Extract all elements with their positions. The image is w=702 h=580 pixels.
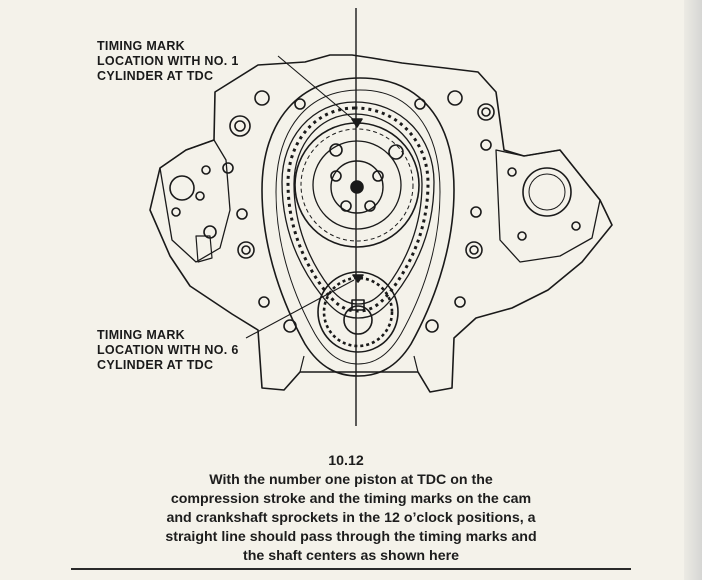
crank-key [351,299,365,311]
caption-line: straight line should pass through the ti… [165,529,537,545]
cam-bolt [372,170,384,182]
callout-line: CYLINDER AT TDC [97,69,214,83]
figure-number: 10.12 [328,453,364,469]
left-port-circle [169,175,195,201]
callout-line: LOCATION WITH NO. 6 [97,343,239,357]
crank-sprocket [317,271,399,353]
left-cylinder-head-face [159,139,231,263]
right-cylinder-head-face [495,149,601,263]
right-port-circle [522,167,572,217]
cam-bolt [340,200,352,212]
timing-cover-gasket [261,77,455,377]
callout-line: TIMING MARK [97,328,186,342]
callout-line: LOCATION WITH NO. 1 [97,54,239,68]
page-edge-shadow [684,0,702,580]
cam-timing-mark [351,118,363,128]
timing-chain [281,101,435,319]
cam-hub [330,160,384,214]
bottom-callout-leader [245,279,355,339]
bottom-divider [71,568,631,570]
engine-block-outline [149,54,613,393]
caption-line: and crankshaft sprockets in the 12 o’clo… [166,510,536,526]
callout-line: TIMING MARK [97,39,186,53]
cam-center [350,180,364,194]
caption-line: compression stroke and the timing marks … [170,491,532,507]
crank-hub [343,305,373,335]
caption-line: the shaft centers as shown here [242,548,460,564]
engine-timing-diagram [149,8,613,426]
top-timing-mark-callout: TIMING MARK LOCATION WITH NO. 1 CYLINDER… [97,39,239,84]
top-callout-leader [277,55,355,121]
cam-bolt [364,200,376,212]
callout-line: CYLINDER AT TDC [97,358,214,372]
bottom-timing-mark-callout: TIMING MARK LOCATION WITH NO. 6 CYLINDER… [97,328,239,373]
cam-bolt [330,170,342,182]
